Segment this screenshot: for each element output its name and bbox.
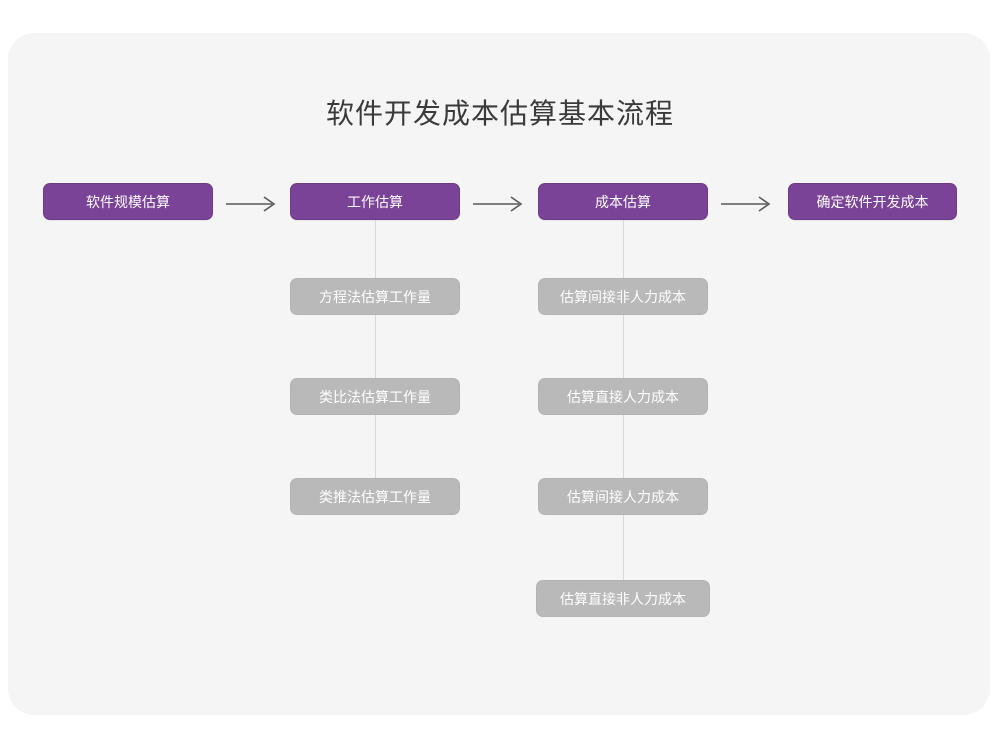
substep-box-cost-3[interactable]: 估算间接人力成本 xyxy=(538,478,708,515)
card-background xyxy=(8,33,990,715)
substep-label: 估算直接非人力成本 xyxy=(560,590,686,607)
substep-label: 估算间接非人力成本 xyxy=(560,288,686,305)
step-box-software-size-estimation[interactable]: 软件规模估算 xyxy=(43,183,213,220)
step-label: 软件规模估算 xyxy=(86,193,170,210)
substep-box-cost-2[interactable]: 估算直接人力成本 xyxy=(538,378,708,415)
page-title: 软件开发成本估算基本流程 xyxy=(325,98,674,129)
arrow-right-icon-1 xyxy=(224,193,282,215)
substep-label: 类比法估算工作量 xyxy=(319,388,431,405)
step-box-cost-estimation[interactable]: 成本估算 xyxy=(538,183,708,220)
step-label: 成本估算 xyxy=(595,193,651,210)
substep-label: 类推法估算工作量 xyxy=(319,488,431,505)
connector-line-cost-column xyxy=(623,220,624,612)
substep-box-cost-4[interactable]: 估算直接非人力成本 xyxy=(536,580,710,617)
arrow-right-icon-3 xyxy=(719,193,777,215)
substep-box-effort-3[interactable]: 类推法估算工作量 xyxy=(290,478,460,515)
substep-box-effort-2[interactable]: 类比法估算工作量 xyxy=(290,378,460,415)
step-box-determine-development-cost[interactable]: 确定软件开发成本 xyxy=(788,183,957,220)
substep-label: 估算间接人力成本 xyxy=(567,488,679,505)
step-label: 确定软件开发成本 xyxy=(816,193,929,210)
step-box-effort-estimation[interactable]: 工作估算 xyxy=(290,183,460,220)
step-label: 工作估算 xyxy=(347,193,403,210)
substep-label: 估算直接人力成本 xyxy=(567,388,679,405)
connector-line-effort-column xyxy=(375,220,376,510)
substep-box-cost-1[interactable]: 估算间接非人力成本 xyxy=(538,278,708,315)
arrow-right-icon-2 xyxy=(471,193,529,215)
substep-label: 方程法估算工作量 xyxy=(319,288,431,305)
substep-box-effort-1[interactable]: 方程法估算工作量 xyxy=(290,278,460,315)
